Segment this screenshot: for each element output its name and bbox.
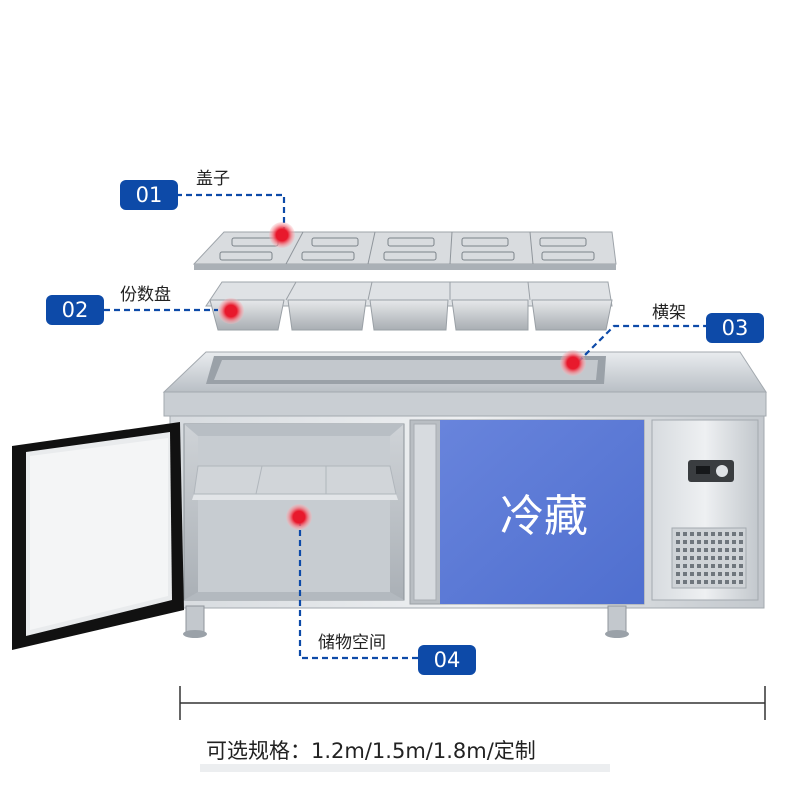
marker-storage: [286, 504, 312, 530]
spec-underline: [200, 764, 610, 772]
callout-label-pan: 份数盘: [120, 285, 171, 305]
leader-line-03: [577, 324, 708, 363]
door-label: 冷藏: [500, 491, 588, 542]
feet: [183, 605, 629, 638]
callout-label-storage: 储物空间: [318, 633, 386, 653]
lids-row: [192, 231, 617, 270]
open-door: [12, 422, 184, 650]
callout-badge-02: 02: [46, 295, 104, 325]
marker-lid: [269, 222, 295, 248]
callout-badge-01: 01: [120, 180, 178, 210]
dimension-line: [179, 686, 766, 720]
food-pans-row: [205, 281, 613, 331]
leader-line-01: [176, 193, 286, 232]
spec-text: 可选规格：1.2m/1.5m/1.8m/定制: [206, 739, 536, 763]
leader-lines: [104, 193, 708, 660]
vent-grille: [676, 532, 743, 584]
control-panel: [651, 419, 759, 601]
marker-rack: [560, 350, 586, 376]
callout-badge-04: 04: [418, 645, 476, 675]
marker-pan: [218, 298, 244, 324]
callout-label-rack: 横架: [652, 303, 686, 323]
markers: [218, 222, 586, 530]
callout-label-lid: 盖子: [196, 169, 230, 189]
leader-line-04: [298, 520, 420, 660]
counter-top: [162, 351, 767, 417]
callout-badge-03: 03: [706, 313, 764, 343]
closed-door: [409, 419, 645, 605]
